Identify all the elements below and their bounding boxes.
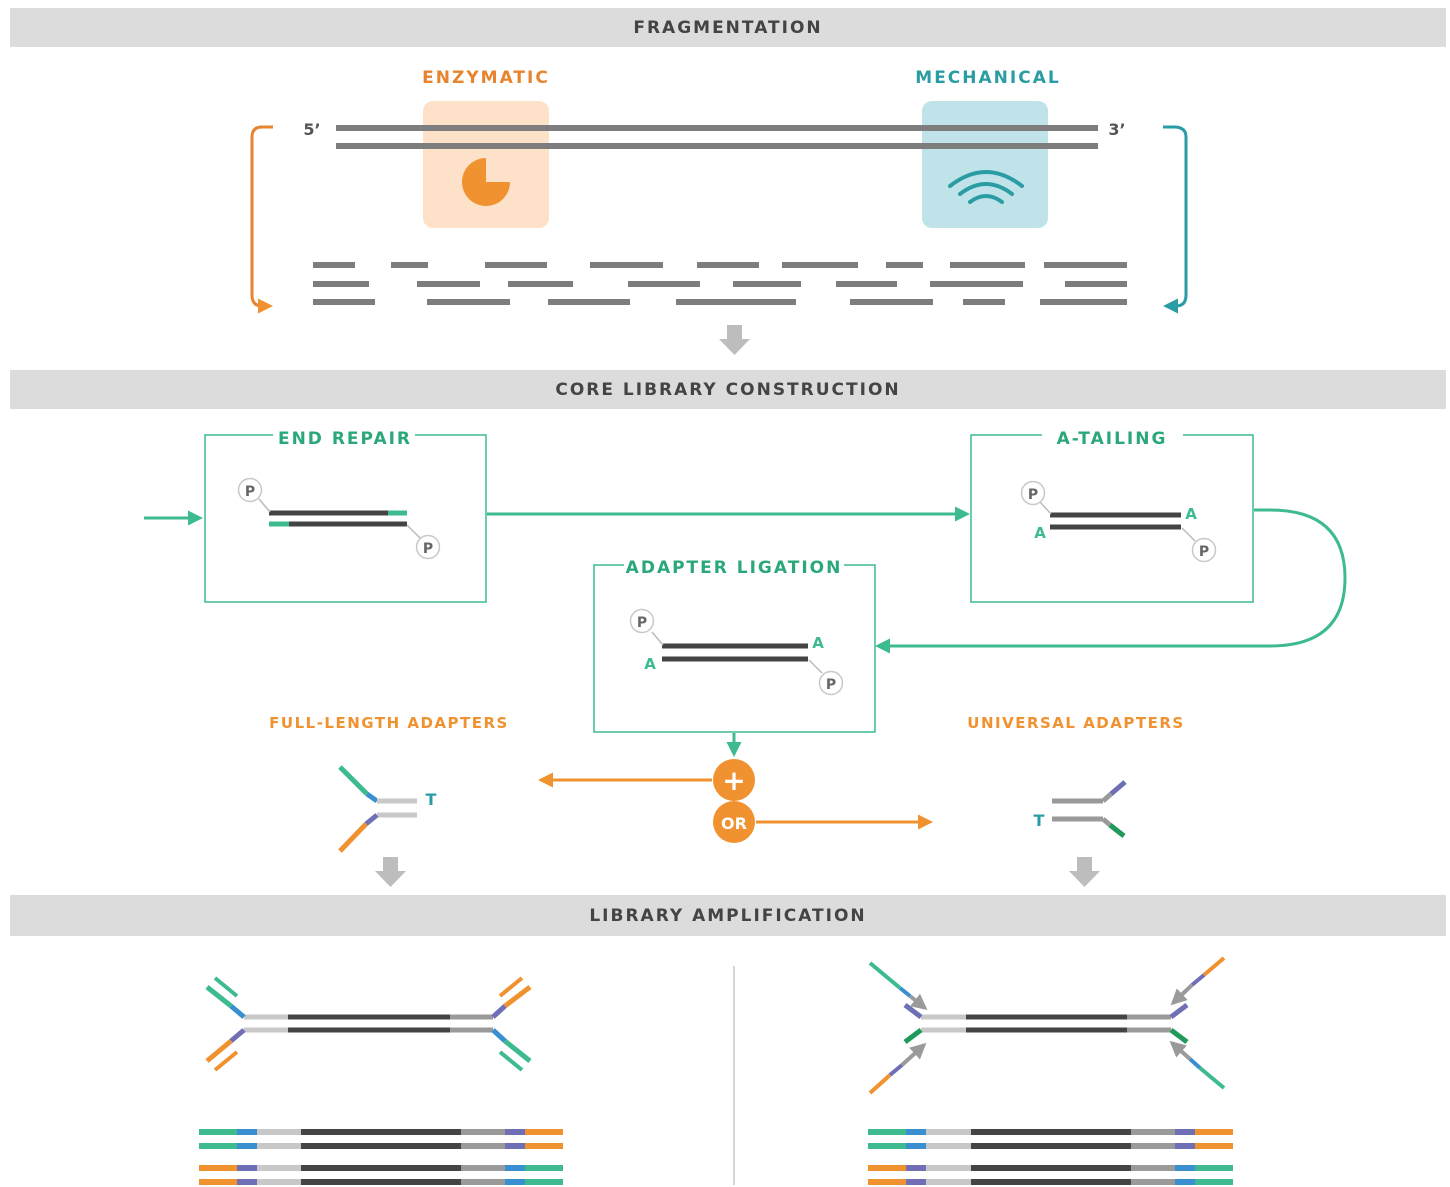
down-arrow-1: [719, 325, 750, 355]
mechanical-flow-arrow: [1163, 125, 1188, 314]
a-base-mark: A: [1034, 524, 1046, 542]
mechanical-box: [922, 101, 1048, 228]
arrow-to-adapter-ligation: [875, 508, 1347, 654]
phosphate-mark: P: [245, 484, 255, 500]
or-circle: [713, 801, 755, 843]
down-arrow-2: [375, 857, 406, 887]
full-length-ligated-fragment: [205, 985, 532, 1063]
a-tailing-label: A-TAILING: [1057, 429, 1168, 449]
universal-ligated-fragment: [903, 1003, 1189, 1044]
a-base-mark: A: [644, 655, 656, 673]
fragmentation-header: FRAGMENTATION: [10, 8, 1446, 47]
adapter-ligation-label: ADAPTER LIGATION: [626, 558, 843, 578]
full-length-final-library: [199, 1129, 563, 1185]
amplification-title: LIBRARY AMPLIFICATION: [589, 905, 867, 926]
dna-fragments: [313, 262, 1127, 305]
universal-final-library: [868, 1129, 1233, 1185]
plus-label: +: [722, 764, 745, 797]
full-length-primers: [213, 976, 524, 1072]
three-prime-label: 3’: [1108, 120, 1125, 139]
universal-adapter-icon: T: [1034, 780, 1127, 838]
full-length-adapters-label: FULL-LENGTH ADAPTERS: [269, 714, 509, 732]
universal-adapters-label: UNIVERSAL ADAPTERS: [967, 714, 1184, 732]
five-prime-label: 5’: [303, 120, 320, 139]
core-library-header: CORE LIBRARY CONSTRUCTION: [10, 370, 1446, 409]
a-tailing-box: A-TAILING P P A A: [970, 429, 1254, 603]
a-base-mark: A: [812, 634, 824, 652]
a-base-mark: A: [1185, 505, 1197, 523]
adapter-ligation-box: ADAPTER LIGATION P P A A: [593, 558, 876, 733]
end-repair-box: END REPAIR P P: [204, 429, 487, 603]
down-arrow-3: [1069, 857, 1100, 887]
or-label: OR: [721, 814, 747, 833]
mechanical-label: MECHANICAL: [915, 68, 1060, 88]
full-length-adapter-icon: T: [338, 765, 437, 853]
amplification-header: LIBRARY AMPLIFICATION: [10, 895, 1446, 936]
plus-circle: [713, 759, 755, 801]
sonication-icon: [948, 170, 1024, 204]
t-base-mark: T: [426, 790, 437, 809]
phosphate-mark: P: [826, 677, 836, 693]
core-library-title: CORE LIBRARY CONSTRUCTION: [555, 379, 901, 400]
end-repair-label: END REPAIR: [278, 429, 412, 449]
phosphate-mark: P: [1028, 487, 1038, 503]
fragmentation-title: FRAGMENTATION: [633, 17, 823, 38]
phosphate-mark: P: [1199, 544, 1209, 560]
phosphate-mark: P: [423, 541, 433, 557]
universal-indexed-primers: [868, 956, 1226, 1095]
t-base-mark: T: [1034, 811, 1045, 830]
enzymatic-flow-arrow: [250, 125, 273, 314]
phosphate-mark: P: [637, 615, 647, 631]
enzyme-icon: [462, 158, 510, 206]
enzymatic-label: ENZYMATIC: [422, 68, 550, 88]
